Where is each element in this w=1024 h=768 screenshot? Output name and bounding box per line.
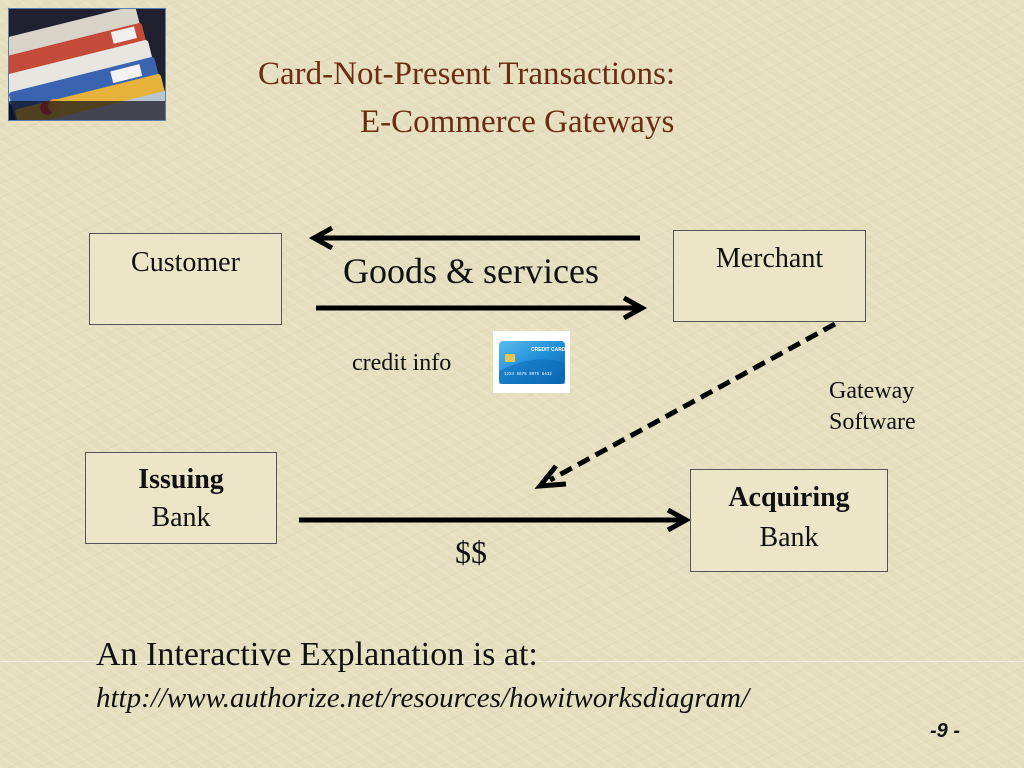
footer-url-link[interactable]: http://www.authorize.net/resources/howit… xyxy=(96,682,750,714)
arrow-issuing-to-acquiring xyxy=(299,507,692,533)
gateway-line2: Software xyxy=(829,409,916,436)
arrow-gateway-dashed xyxy=(534,321,837,489)
slide-title-line2: E-Commerce Gateways xyxy=(360,104,675,140)
acquiring-bank-box: Acquiring Bank xyxy=(690,469,888,572)
credit-card-graphic: CREDIT CARD 1234 5678 9876 5432 xyxy=(499,341,566,384)
merchant-box: Merchant xyxy=(673,230,866,322)
page-number: -9 - xyxy=(930,720,960,742)
customer-box: Customer xyxy=(89,233,282,325)
footer-divider xyxy=(0,661,1024,662)
arrow-merchant-to-customer xyxy=(308,225,640,251)
customer-label: Customer xyxy=(131,247,240,278)
issuing-bank-label: Bank xyxy=(151,501,211,533)
credit-info-label: credit info xyxy=(352,350,452,376)
credit-card-icon: CREDIT CARD 1234 5678 9876 5432 xyxy=(493,331,570,393)
footer-explanation: An Interactive Explanation is at: xyxy=(96,636,538,673)
card-header-text: CREDIT CARD xyxy=(531,347,566,353)
gateway-line1: Gateway xyxy=(829,378,915,404)
slide-title-line1: Card-Not-Present Transactions: xyxy=(258,56,676,92)
merchant-label: Merchant xyxy=(715,243,824,274)
issuing-bank-box: Issuing Bank xyxy=(85,452,277,544)
card-number-text: 1234 5678 9876 5432 xyxy=(504,373,552,377)
issuing-bold-label: Issuing xyxy=(138,464,224,495)
goods-services-label: Goods & services xyxy=(343,251,599,291)
acquiring-bold-label: Acquiring xyxy=(728,482,850,513)
acquiring-bank-label: Bank xyxy=(759,521,819,553)
credit-cards-photo xyxy=(8,8,166,121)
gateway-software-label: Gateway Software xyxy=(829,376,916,438)
money-label: $$ xyxy=(455,534,487,570)
credit-cards-illustration xyxy=(9,9,165,120)
arrow-customer-to-merchant xyxy=(316,295,648,321)
